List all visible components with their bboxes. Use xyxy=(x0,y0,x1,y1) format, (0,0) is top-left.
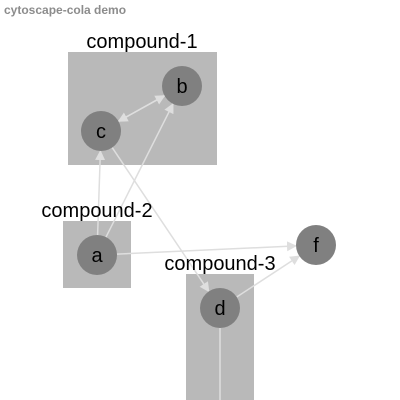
compound-3-label: compound-3 xyxy=(164,253,275,275)
node-a[interactable] xyxy=(77,235,117,275)
edge-a-c[interactable] xyxy=(95,150,106,236)
edge-layer xyxy=(95,95,301,400)
node-b[interactable] xyxy=(162,66,202,106)
node-d[interactable] xyxy=(200,288,240,328)
node-b-label: b xyxy=(176,76,187,98)
node-c[interactable] xyxy=(81,111,121,151)
node-a-label: a xyxy=(91,245,103,267)
edge-a-f[interactable] xyxy=(116,241,297,255)
label-layer: compound-1 compound-2 compound-3 xyxy=(41,31,275,275)
compound-layer xyxy=(63,52,254,400)
compound-2-label: compound-2 xyxy=(41,200,152,222)
node-d-label: d xyxy=(214,298,225,320)
compound-1-label: compound-1 xyxy=(86,31,197,53)
node-f[interactable] xyxy=(296,225,336,265)
node-c-label: c xyxy=(96,121,106,143)
node-f-label: f xyxy=(313,235,319,257)
edge-d-f[interactable] xyxy=(236,255,301,298)
page-title: cytoscape-cola demo xyxy=(4,3,127,17)
edge-c-d[interactable] xyxy=(111,147,210,293)
edge-c-b[interactable] xyxy=(118,95,166,122)
edge-a-b[interactable] xyxy=(105,103,174,238)
node-layer: a b c d f xyxy=(77,66,336,328)
